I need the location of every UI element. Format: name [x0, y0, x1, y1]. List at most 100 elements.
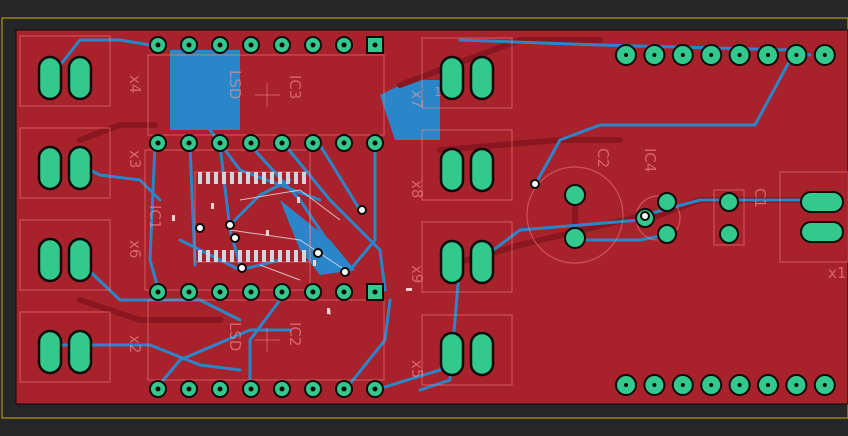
smd-pad-bottom-3 [214, 250, 218, 262]
x2-pad-1[interactable] [37, 329, 63, 375]
smd-pad-bottom-9 [262, 250, 266, 262]
x1-pads[interactable] [800, 191, 844, 243]
label-x9: x9 [408, 265, 426, 283]
label-c1: C1 [751, 188, 769, 208]
x8-pad-2[interactable] [469, 147, 495, 193]
ic2-top-pad-hole-2 [186, 289, 192, 295]
smd-pad-bottom-11 [278, 250, 282, 262]
via-8 [530, 179, 540, 189]
smd-pad-top-7 [246, 172, 250, 184]
silkscreen-labels: x4 x3 x6 x2 x7 x8 x9 x5 x1 IC1 IC2 IC3 I… [126, 70, 846, 378]
ic3-bottom-pad-hole-5 [279, 140, 285, 146]
ic2-top-pad-hole-8 [372, 289, 378, 295]
smd-pad-top-3 [214, 172, 218, 184]
x7-pad-1[interactable] [439, 55, 465, 101]
ic3-bottom-pad-hole-7 [341, 140, 347, 146]
ic3-bottom-pad-hole-6 [310, 140, 316, 146]
ic2-top-pad-hole-3 [217, 289, 223, 295]
ic2-bottom-pad-hole-7 [341, 386, 347, 392]
header-bottom-pads[interactable] [615, 374, 836, 396]
smd-pad-top-2 [206, 172, 210, 184]
smd-pad-bottom-14 [302, 250, 306, 262]
x9-pad-1[interactable] [439, 239, 465, 285]
smd-pad-top-4 [222, 172, 226, 184]
ic4-pad-2 [657, 192, 677, 212]
header-top-pads[interactable] [615, 44, 836, 66]
x7-pad-2[interactable] [469, 55, 495, 101]
cap-c2-pad-1 [564, 184, 586, 206]
header-bottom-pad-hole-7 [794, 383, 799, 387]
vias [195, 179, 650, 277]
via-3 [230, 233, 240, 243]
ic3-bottom-pad-hole-2 [186, 140, 192, 146]
x3-pad-2[interactable] [67, 145, 93, 191]
smd-pad-bottom-12 [286, 250, 290, 262]
header-bottom-pad-hole-4 [709, 383, 714, 387]
ic1-smd-pads [198, 172, 306, 262]
ic2-bottom-pad-hole-3 [217, 386, 223, 392]
smd-pad-bottom-13 [294, 250, 298, 262]
ic3-top-pad-hole-8 [372, 42, 378, 48]
header-bottom-pad-hole-5 [737, 383, 742, 387]
ic3-bottom-pad-hole-1 [155, 140, 161, 146]
label-pin1: 1 [434, 85, 442, 99]
x8-pad-1[interactable] [439, 147, 465, 193]
header-bottom-pad-hole-3 [680, 383, 685, 387]
x4-pad-2[interactable] [67, 55, 93, 101]
label-x2: x2 [126, 335, 144, 353]
ic2-top-pad-hole-1 [155, 289, 161, 295]
label-c2: C2 [594, 148, 612, 168]
smd-pad-top-5 [230, 172, 234, 184]
smd-pad-top-6 [238, 172, 242, 184]
x5-pad-1[interactable] [439, 331, 465, 377]
component-pads[interactable] [564, 184, 739, 249]
header-top-pad-hole-3 [680, 53, 685, 57]
x3-pad-1[interactable] [37, 145, 63, 191]
board-edge [15, 29, 848, 405]
ic2-bottom-pad-hole-1 [155, 386, 161, 392]
ic3-top-pad-hole-2 [186, 42, 192, 48]
x4-pad-1[interactable] [37, 55, 63, 101]
smd-pad-bottom-8 [254, 250, 258, 262]
header-top-pad-hole-8 [822, 53, 827, 57]
header-bottom-pad-hole-1 [624, 383, 628, 387]
via-7 [357, 205, 367, 215]
via-1 [195, 223, 205, 233]
via-5 [313, 248, 323, 258]
terminal-pads[interactable] [37, 55, 495, 377]
silk-dots [172, 197, 412, 314]
ic2-bottom-pad-hole-2 [186, 386, 192, 392]
smd-pad-top-11 [278, 172, 282, 184]
cap-c2-pad-2 [564, 227, 586, 249]
smd-pad-bottom-6 [238, 250, 242, 262]
x1-pad-2 [800, 221, 844, 243]
smd-pad-bottom-4 [222, 250, 226, 262]
label-x4: x4 [126, 75, 144, 93]
label-ic2: IC2 [286, 322, 304, 346]
label-x8: x8 [408, 180, 426, 198]
ic3-top-pad-hole-6 [310, 42, 316, 48]
via-2 [225, 220, 235, 230]
header-top-pad-hole-7 [794, 53, 799, 57]
ic2-bottom-pad-hole-4 [248, 386, 254, 392]
smd-pad-top-8 [254, 172, 258, 184]
via-4 [237, 263, 247, 273]
signal-traces [229, 189, 346, 315]
x6-pad-1[interactable] [37, 237, 63, 283]
header-top-pad-hole-5 [737, 53, 742, 57]
cap-c1-pad-1 [719, 192, 739, 212]
x2-pad-2[interactable] [67, 329, 93, 375]
ic2-bottom-pad-hole-5 [279, 386, 285, 392]
smd-pad-top-9 [262, 172, 266, 184]
ic2-bottom-pad-hole-8 [372, 386, 378, 392]
ic3-top-pad-hole-7 [341, 42, 347, 48]
ic-pads[interactable] [149, 36, 384, 398]
silkscreen-outlines [19, 35, 848, 386]
x9-pad-2[interactable] [469, 239, 495, 285]
smd-pad-bottom-7 [246, 250, 250, 262]
x5-pad-2[interactable] [469, 331, 495, 377]
ic3-top-pad-hole-4 [248, 42, 254, 48]
label-x7: x7 [408, 90, 426, 108]
x6-pad-2[interactable] [67, 237, 93, 283]
